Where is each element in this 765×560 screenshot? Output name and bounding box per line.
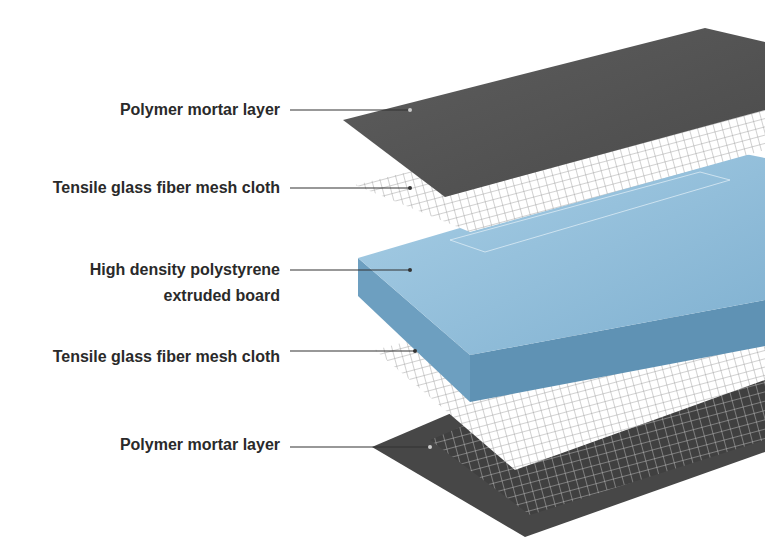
leader-dot <box>408 108 412 112</box>
leader-line <box>290 187 410 188</box>
leader-dot <box>413 349 417 353</box>
leader-line <box>290 350 415 351</box>
leader-lines <box>290 110 430 447</box>
leader-dots <box>408 108 432 449</box>
leader-line <box>290 446 430 447</box>
leader-dot <box>408 186 412 190</box>
layer-label: Tensile glass fiber mesh cloth <box>4 175 280 201</box>
top-mortar-sheet <box>343 28 765 197</box>
leader-dot <box>408 268 412 272</box>
layer-label: Tensile glass fiber mesh cloth <box>4 344 280 370</box>
layer-label: High density polystyrene extruded board <box>35 257 280 309</box>
leader-dot <box>428 445 432 449</box>
layer-label: Polymer mortar layer <box>4 97 280 123</box>
layer-label: Polymer mortar layer <box>4 432 280 458</box>
leader-line <box>290 269 410 270</box>
leader-line <box>290 109 410 110</box>
